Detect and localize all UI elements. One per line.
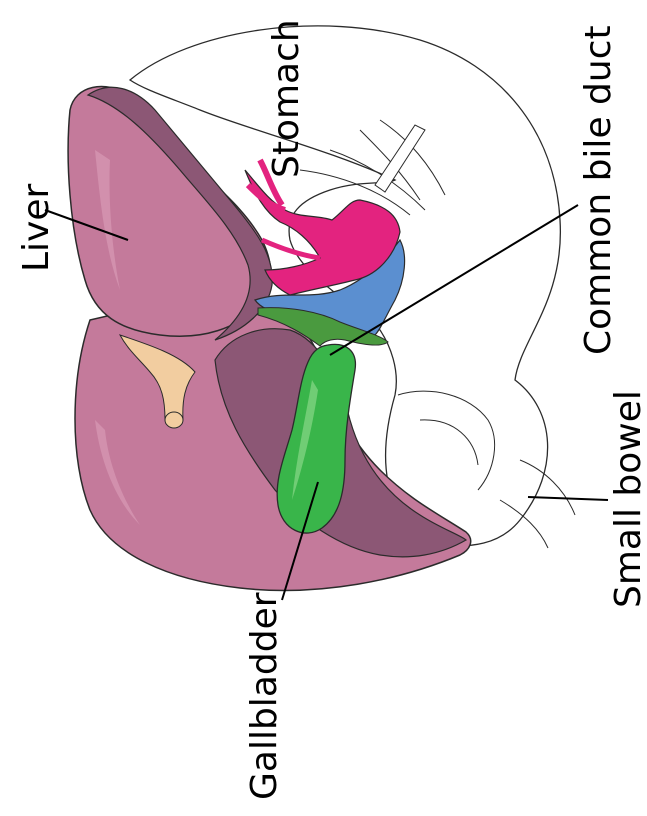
label-gallbladder: Gallbladder	[244, 592, 285, 800]
label-common-bile-duct: Common bile duct	[578, 25, 619, 355]
round-ligament-end	[165, 412, 183, 428]
label-small-bowel: Small bowel	[608, 390, 647, 608]
small-bowel-leader	[528, 497, 608, 500]
label-liver: Liver	[16, 183, 57, 272]
label-stomach: Stomach	[266, 19, 307, 178]
